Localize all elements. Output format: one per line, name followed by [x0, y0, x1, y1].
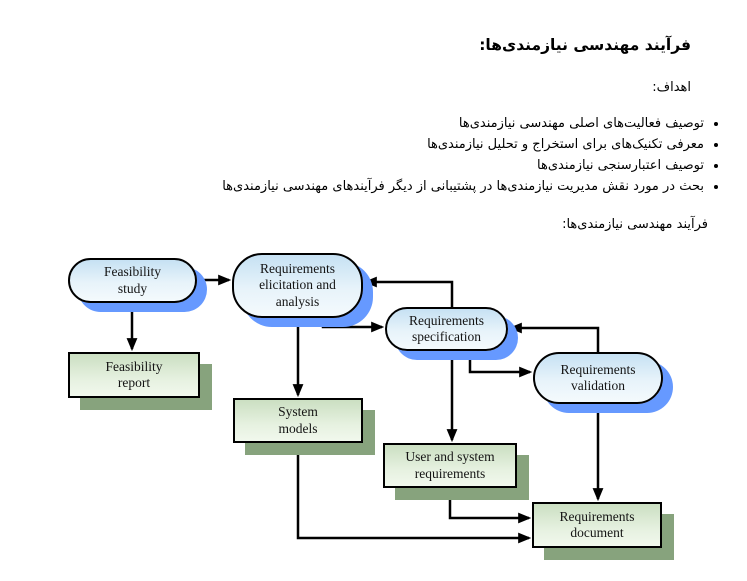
- node-user-and-system-requirements: User and system requirements: [383, 443, 517, 488]
- goal-item: معرفی تکنیک‌های برای استخراج و تحلیل نیا…: [222, 134, 704, 155]
- node-system-models: System models: [233, 398, 363, 443]
- node-label: System models: [278, 404, 318, 436]
- goal-item: توصیف فعالیت‌های اصلی مهندسی نیازمندی‌ها: [222, 113, 704, 134]
- node-label: Feasibility study: [104, 264, 161, 296]
- goals-label: اهداف:: [652, 80, 691, 95]
- node-label: User and system requirements: [405, 449, 495, 481]
- node-feasibility-report: Feasibility report: [68, 352, 200, 398]
- goal-item: بحث در مورد نقش مدیریت نیازمندی‌ها در پش…: [222, 176, 704, 197]
- node-requirements-specification: Requirements specification: [385, 307, 508, 351]
- diagram-caption: فرآیند مهندسی نیازمندی‌ها:: [562, 217, 708, 232]
- node-label: Requirements specification: [409, 312, 484, 344]
- node-label: Requirements validation: [560, 361, 636, 393]
- page-title: فرآیند مهندسی نیازمندی‌ها:: [479, 36, 691, 54]
- node-label: Requirements elicitation and analysis: [259, 260, 336, 309]
- node-feasibility-study: Feasibility study: [68, 258, 197, 303]
- node-requirements-elicitation-and-analysis: Requirements elicitation and analysis: [232, 253, 363, 318]
- goals-list: توصیف فعالیت‌های اصلی مهندسی نیازمندی‌ها…: [222, 113, 720, 197]
- goal-item: توصیف اعتبارسنجی نیازمندی‌ها: [222, 155, 704, 176]
- node-requirements-validation: Requirements validation: [533, 352, 663, 404]
- node-requirements-document: Requirements document: [532, 502, 662, 548]
- node-label: Requirements document: [559, 508, 635, 540]
- node-label: Feasibility report: [105, 358, 163, 390]
